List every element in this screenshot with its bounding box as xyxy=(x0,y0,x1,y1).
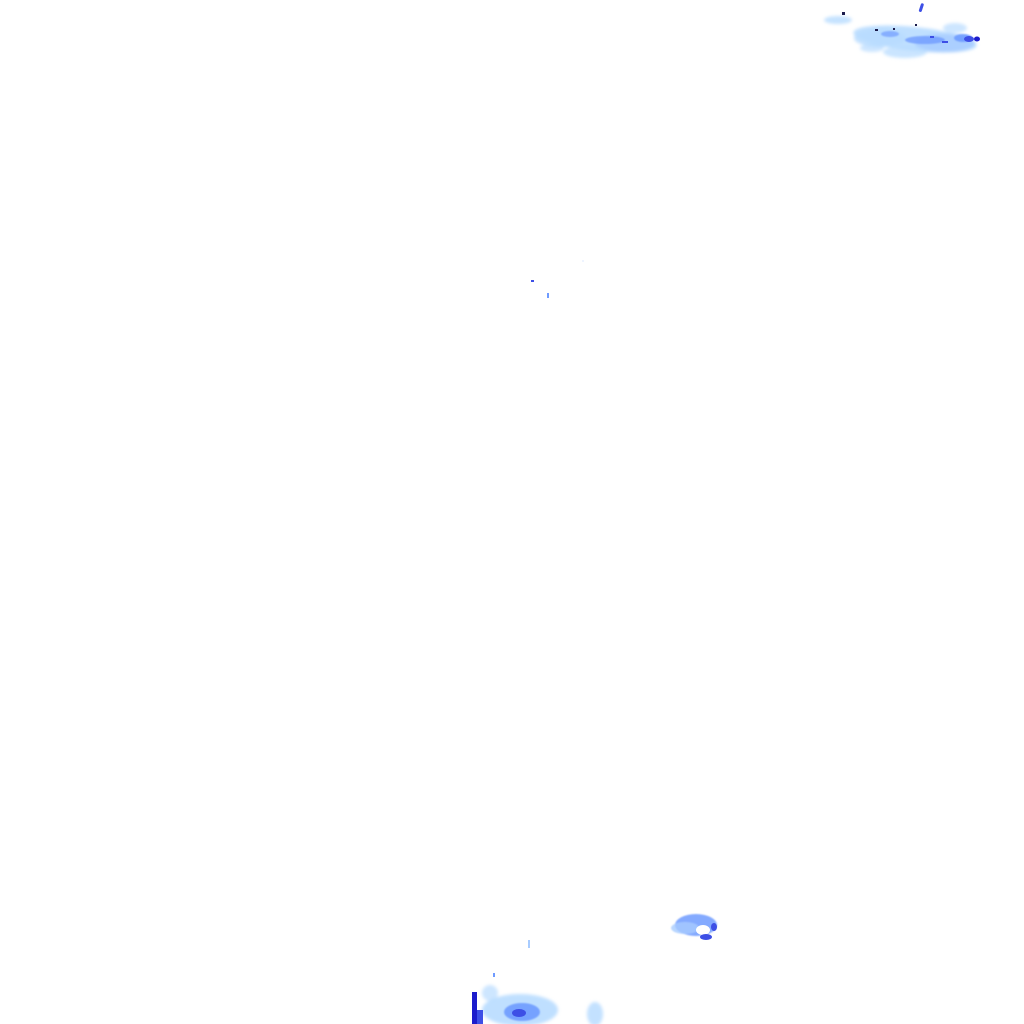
echo-top-right xyxy=(824,3,980,58)
echo-bottom-center xyxy=(472,940,603,1024)
echo-top-right-specks xyxy=(842,12,917,31)
echo-bottom-right-small xyxy=(671,914,717,940)
echo-center-specks xyxy=(531,260,584,298)
echo-bottom-center-heavy xyxy=(472,940,530,1024)
echo-bottom-center-light xyxy=(482,985,603,1024)
echo-top-right-heavy xyxy=(918,3,980,43)
